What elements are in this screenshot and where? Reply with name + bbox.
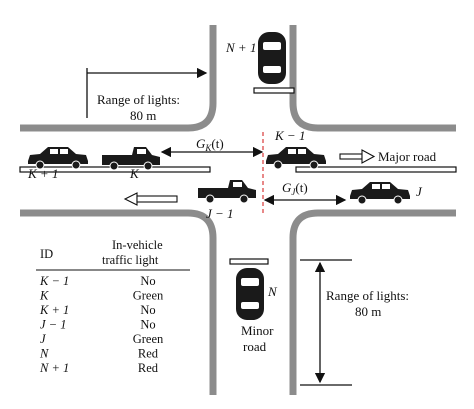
range-right-label: Range of lights: <box>326 288 409 303</box>
kerb-top-right <box>289 25 456 132</box>
divider-top <box>253 87 295 94</box>
divider-right <box>295 166 457 173</box>
road-edges <box>20 25 456 395</box>
truck-k <box>102 147 160 171</box>
label-k-plus-1: K + 1 <box>27 166 58 181</box>
label-j-minus-1: J − 1 <box>206 206 234 221</box>
gk-label: GK(t) <box>196 136 224 153</box>
car-k-plus-1 <box>28 147 88 170</box>
range-top-value: 80 m <box>130 108 156 123</box>
car-k-minus-1 <box>266 147 326 170</box>
car-n <box>236 268 264 320</box>
table-row-id: K <box>39 289 49 303</box>
table-row-light: Green <box>133 332 164 346</box>
label-k: K <box>129 166 140 181</box>
table-row-light: No <box>140 318 155 332</box>
table-row-id: N + 1 <box>39 361 69 375</box>
table-header-id: ID <box>40 247 53 261</box>
minor-road-label-2: road <box>243 339 267 354</box>
table-row-light: No <box>140 303 155 317</box>
major-road-label: Major road <box>378 149 437 164</box>
kerb-bottom-right <box>289 209 456 395</box>
divider-bottom <box>229 258 269 265</box>
label-j: J <box>416 184 423 199</box>
kerb-bottom-left <box>20 209 217 395</box>
lane-dividers <box>19 87 457 265</box>
table-row-id: N <box>39 347 49 361</box>
table-row-light: No <box>140 274 155 288</box>
table-row-light: Red <box>138 347 159 361</box>
minor-road-label-1: Minor <box>241 323 274 338</box>
gj-label: GJ(t) <box>282 180 308 197</box>
car-n-plus-1 <box>258 32 286 84</box>
range-top-label: Range of lights: <box>97 92 180 107</box>
label-n-plus-1: N + 1 <box>225 40 256 55</box>
table-row-id: K + 1 <box>39 303 69 317</box>
car-j <box>350 182 410 205</box>
major-road-arrow <box>339 149 376 164</box>
table-header-light-1: In-vehicle <box>112 238 163 252</box>
label-n: N <box>267 284 278 299</box>
westbound-arrow <box>123 192 178 206</box>
kerb-top-left <box>20 25 217 132</box>
range-right-value: 80 m <box>355 304 381 319</box>
table-row-id: J − 1 <box>40 318 66 332</box>
table-row-light: Green <box>133 289 164 303</box>
table-row-id: J <box>40 332 47 346</box>
truck-j-minus-1 <box>198 180 256 204</box>
table-row-light: Red <box>138 361 159 375</box>
table-row-id: K − 1 <box>39 274 69 288</box>
label-k-minus-1: K − 1 <box>274 128 305 143</box>
table-header-light-2: traffic light <box>102 253 159 267</box>
